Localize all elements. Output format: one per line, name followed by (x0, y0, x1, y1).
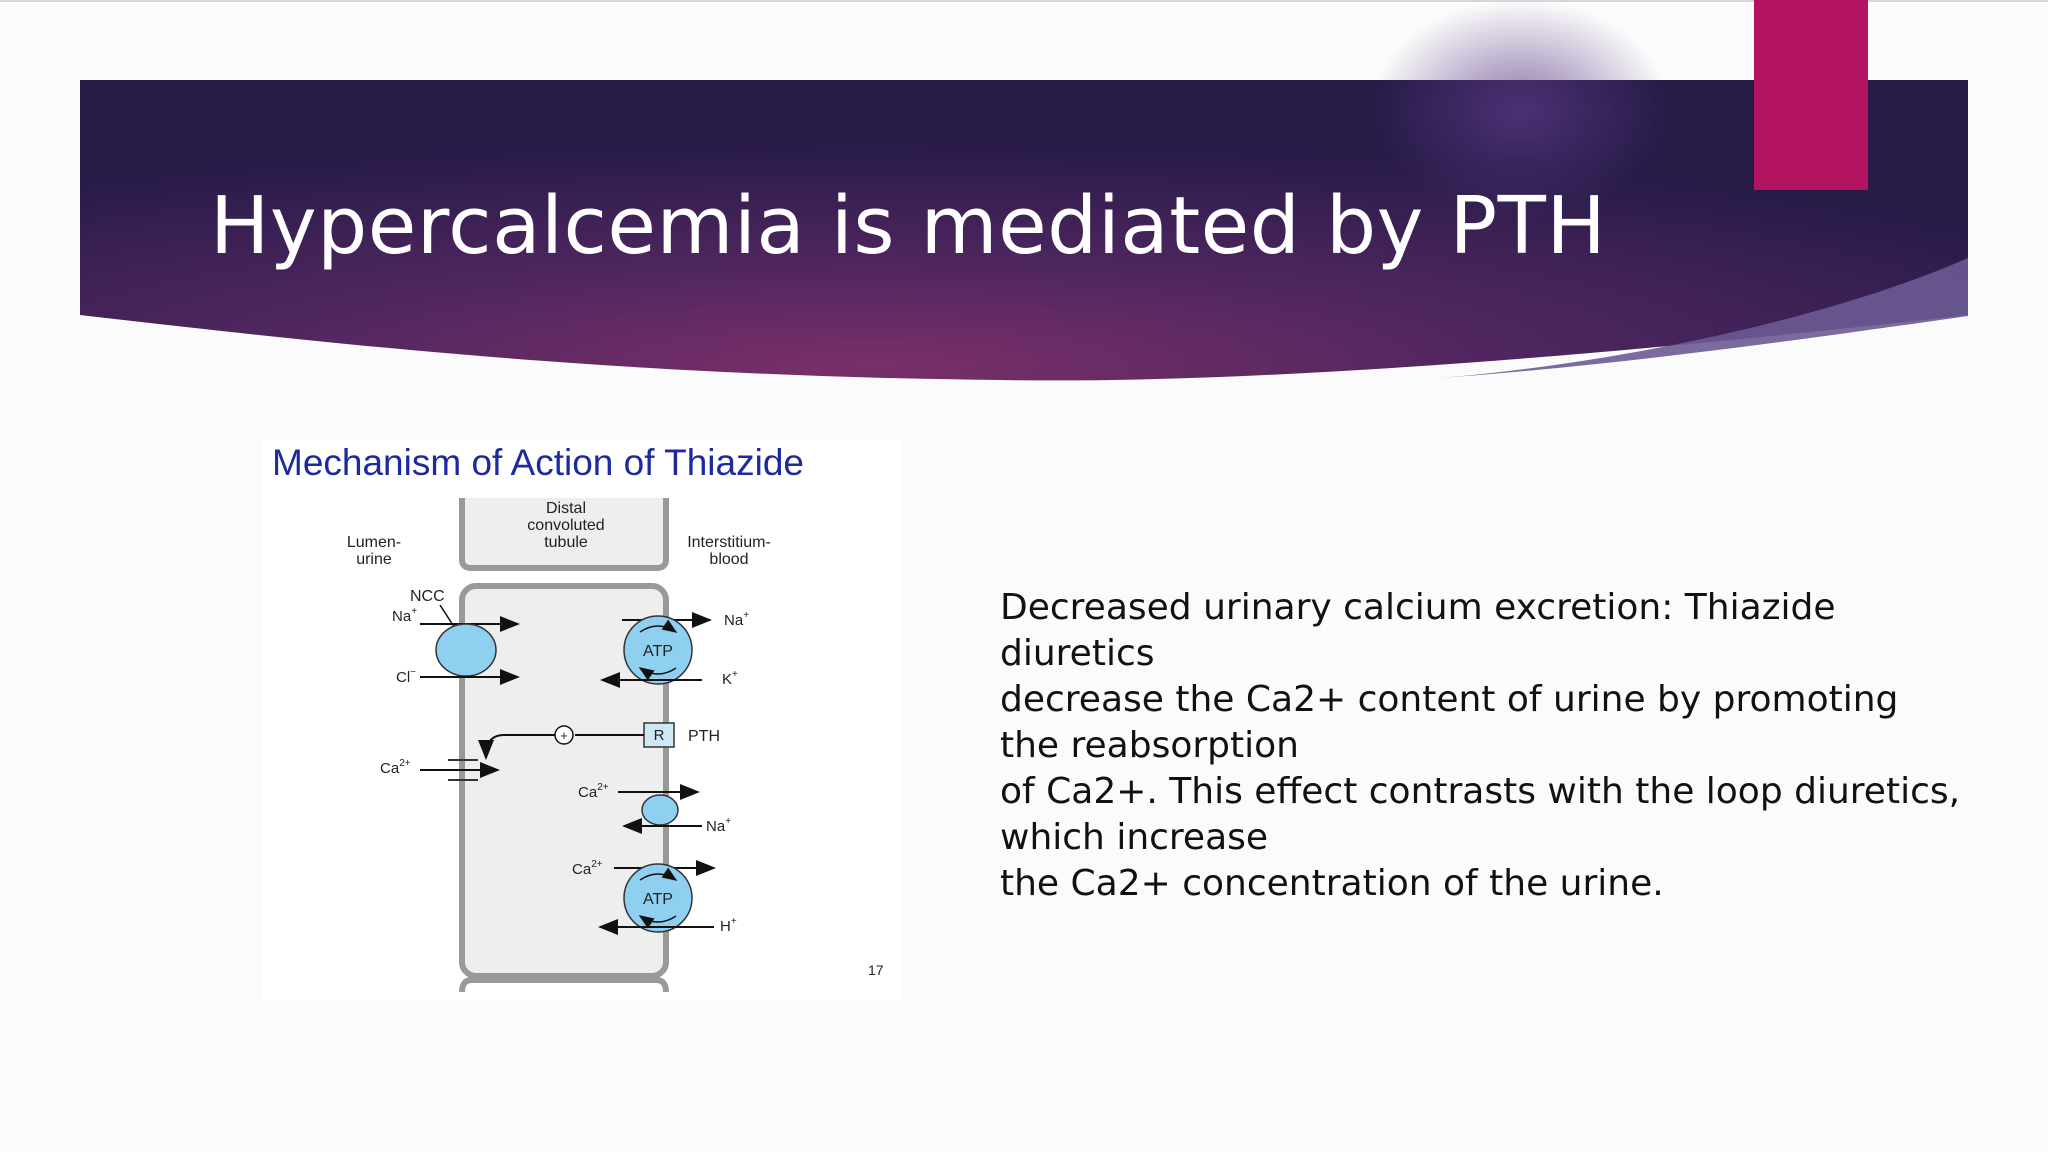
ncc-transporter (435, 623, 497, 677)
body-text: Decreased urinary calcium excretion: Thi… (1000, 585, 2000, 907)
body-line: which increase (1000, 817, 1269, 858)
distal-label-2: convoluted (527, 517, 604, 534)
interstitium-label-2: blood (709, 551, 748, 568)
ncc-label: NCC (410, 588, 445, 605)
distal-label-1: Distal (546, 500, 586, 517)
page-number: 17 (868, 962, 884, 978)
plus-label: + (560, 728, 568, 743)
distal-label-3: tubule (544, 534, 588, 551)
pth-label: PTH (688, 728, 720, 745)
lumen-label-2: urine (356, 551, 392, 568)
na-ion-label-right: Na+ (724, 610, 749, 629)
body-line: Decreased urinary calcium excretion: Thi… (1000, 587, 1836, 628)
lumen-label-1: Lumen- (347, 534, 401, 551)
na-ca-exchanger (641, 794, 679, 826)
h-ion-label: H+ (720, 916, 737, 935)
na-k-atpase (623, 615, 693, 685)
cl-ion-label: Cl− (396, 667, 416, 686)
interstitium-label-1: Interstitium- (687, 534, 771, 551)
body-line: diuretics (1000, 633, 1155, 674)
na-ion-label: Na+ (392, 606, 417, 625)
na-ion-label-exchanger: Na+ (706, 816, 731, 835)
ca-ion-label-left: Ca2+ (380, 758, 411, 777)
body-line: decrease the Ca2+ content of urine by pr… (1000, 679, 1899, 720)
body-line: the reabsorption (1000, 725, 1299, 766)
body-line: of Ca2+. This effect contrasts with the … (1000, 771, 1961, 812)
body-line: the Ca2+ concentration of the urine. (1000, 863, 1664, 904)
ca-atpase (623, 863, 693, 933)
figure-title: Mechanism of Action of Thiazide (272, 442, 804, 483)
accent-tab (1754, 0, 1868, 190)
k-ion-label: K+ (722, 669, 738, 688)
atp-label-1: ATP (643, 643, 673, 660)
top-border-line (0, 0, 2048, 2)
slide-title: Hypercalcemia is mediated by PTH (210, 180, 1607, 272)
receptor-label: R (654, 727, 665, 744)
title-banner (80, 0, 1968, 381)
dct-diagram: Distal convoluted tubule Lumen- urine In… (347, 498, 771, 993)
thiazide-figure: Mechanism of Action of Thiazide Distal c… (262, 440, 902, 1000)
atp-label-2: ATP (643, 891, 673, 908)
